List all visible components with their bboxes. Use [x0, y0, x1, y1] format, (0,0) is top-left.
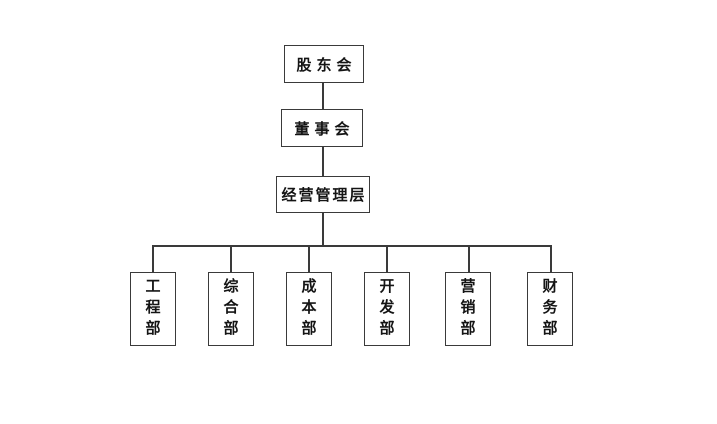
dept-box-engineering: 工程部: [130, 272, 176, 346]
connector-shareholders-board: [322, 83, 324, 109]
org-node-board: 董事会: [281, 109, 363, 147]
dept-box-marketing: 营销部: [445, 272, 491, 346]
dept-box-development: 开发部: [364, 272, 410, 346]
org-node-shareholders-label: 股东会: [296, 55, 357, 74]
dept-label-general: 综合部: [221, 277, 240, 341]
org-node-management: 经营管理层: [276, 176, 370, 213]
dept-box-general: 综合部: [208, 272, 254, 346]
dept-label-engineering: 工程部: [143, 277, 162, 341]
connector-drop-finance: [550, 245, 552, 272]
connector-drop-development: [386, 245, 388, 272]
connector-management-trunk: [322, 213, 324, 246]
org-node-shareholders: 股东会: [284, 45, 364, 83]
dept-label-finance: 财务部: [540, 277, 559, 341]
org-node-board-label: 董事会: [294, 119, 355, 138]
connector-drop-cost: [308, 245, 310, 272]
connector-board-management: [322, 147, 324, 176]
org-node-management-label: 经营管理层: [281, 186, 367, 204]
dept-label-marketing: 营销部: [458, 277, 477, 341]
connector-drop-marketing: [468, 245, 470, 272]
connector-drop-general: [230, 245, 232, 272]
connector-drop-engineering: [152, 245, 154, 272]
dept-box-finance: 财务部: [527, 272, 573, 346]
connector-horizontal-bar: [152, 245, 551, 247]
dept-label-development: 开发部: [377, 277, 396, 341]
dept-label-cost: 成本部: [299, 277, 318, 341]
dept-box-cost: 成本部: [286, 272, 332, 346]
